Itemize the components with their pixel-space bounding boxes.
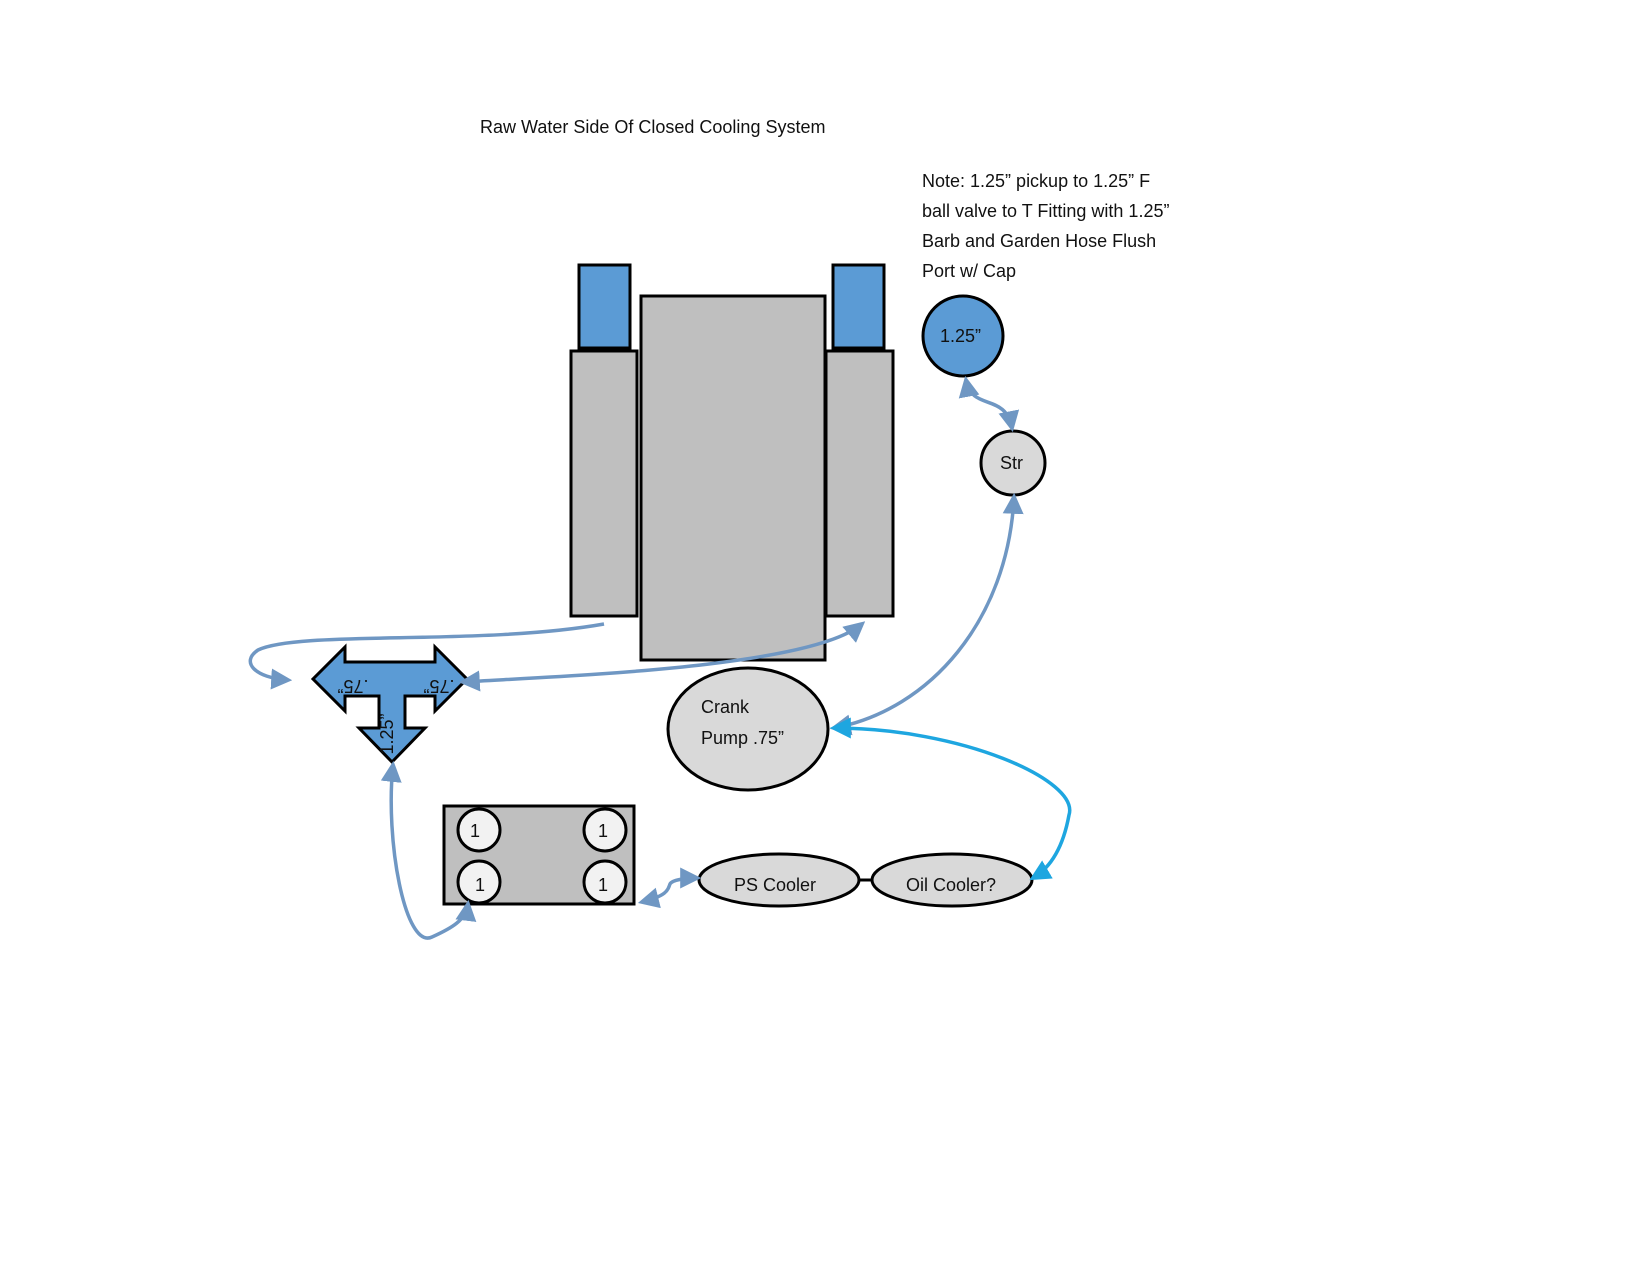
diagram-title: Raw Water Side Of Closed Cooling System	[480, 117, 826, 137]
hose-manifold-ps-cooler	[637, 867, 702, 909]
crank-pump-label-line2: Pump .75”	[701, 728, 785, 748]
left-exhaust-riser	[577, 263, 632, 350]
right-exhaust-manifold	[824, 349, 895, 618]
manifold-port-label: 1	[598, 875, 609, 895]
note-line: Port w/ Cap	[922, 261, 1017, 281]
manifold-port-label: 1	[598, 821, 609, 841]
pickup-label: 1.25”	[940, 326, 982, 346]
left-exhaust-manifold	[569, 349, 639, 618]
hose-strainer-crank-pump	[829, 492, 1024, 736]
engine-block	[639, 294, 827, 662]
ps-cooler-label: PS Cooler	[734, 875, 817, 895]
crank-pump-label-line1: Crank	[701, 697, 750, 717]
note-line: ball valve to T Fitting with 1.25”	[922, 201, 1170, 221]
hose-crank-pump-oil-cooler	[829, 717, 1072, 881]
oil-cooler-label: Oil Cooler?	[906, 875, 997, 895]
manifold-port-2	[582, 807, 628, 853]
tee-bottom-label: 1.25”	[377, 713, 397, 754]
tee-left-label: .75”	[337, 676, 368, 696]
tee-right-label: .75”	[423, 676, 454, 696]
hose-pickup-strainer	[958, 375, 1020, 433]
hose-tee-bottom-manifold	[380, 760, 477, 940]
tee-fitting	[310, 643, 470, 765]
note-line: Note: 1.25” pickup to 1.25” F	[922, 171, 1151, 191]
note-text: Note: 1.25” pickup to 1.25” F ball valve…	[922, 166, 1222, 286]
manifold-port-label: 1	[475, 875, 486, 895]
hose-tee-right-manifold	[458, 621, 866, 692]
manifold-port-4	[582, 859, 628, 905]
strainer-label: Str	[1000, 453, 1024, 473]
manifold-port-label: 1	[470, 821, 481, 841]
note-line: Barb and Garden Hose Flush	[922, 231, 1157, 251]
right-exhaust-riser	[831, 263, 886, 350]
